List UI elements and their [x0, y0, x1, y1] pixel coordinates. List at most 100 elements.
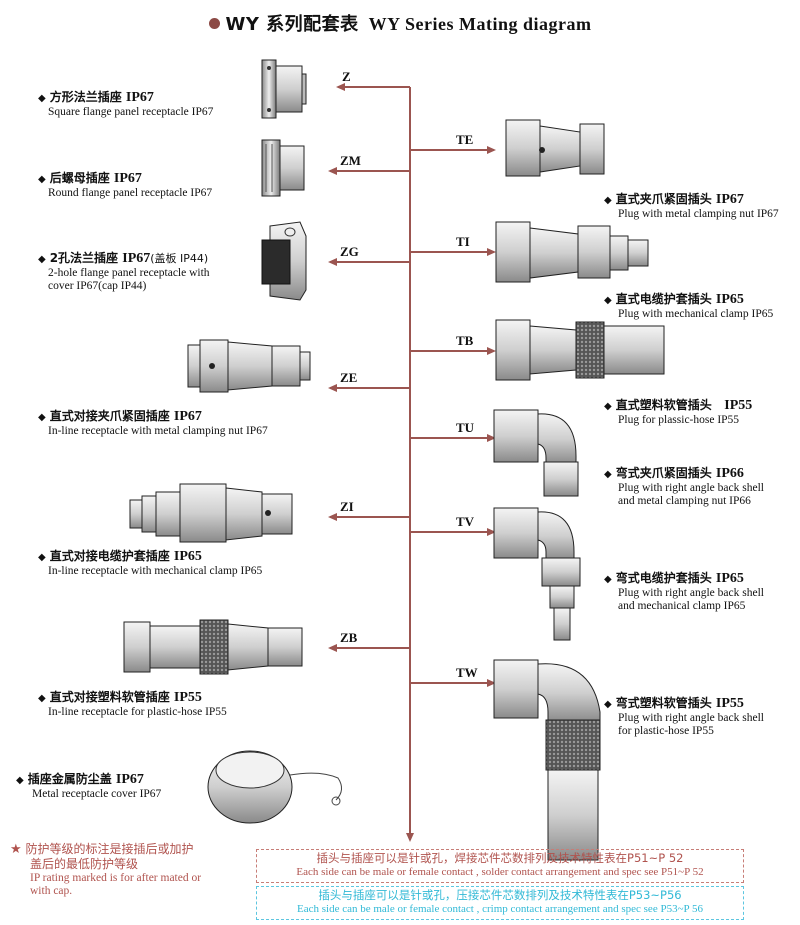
crimp-note-cn: 插头与插座可以是针或孔，压接芯件芯数排列及技术特性表在P53~P56	[318, 888, 682, 902]
image-tw-plug	[493, 659, 601, 861]
cap-ip-rating: (盖板 IP44)	[150, 252, 209, 265]
diamond-bullet-icon: ◆	[38, 552, 46, 563]
receptacle-cn-name: 后螺母插座	[49, 171, 110, 185]
ip-rating: IP67	[113, 171, 142, 186]
cover-en-name: Metal receptacle cover IP67	[32, 788, 162, 800]
ip-rating: IP67	[122, 251, 151, 266]
crimp-note-en: Each side can be male or female contact …	[297, 903, 703, 915]
plug-label-tw: ◆弯式塑料软管插头 IP55 Plug with right angle bac…	[604, 694, 764, 738]
solder-note-cn: 插头与插座可以是针或孔，焊接芯件芯数排列及技术特性表在P51~P 52	[316, 851, 684, 865]
image-receptacle-cover	[207, 750, 342, 824]
ip-rating: IP67	[125, 90, 154, 105]
solder-note-box: 插头与插座可以是针或孔，焊接芯件芯数排列及技术特性表在P51~P 52 Each…	[256, 849, 744, 883]
plug-cn-name: 直式塑料软管插头	[615, 398, 712, 412]
diamond-bullet-icon: ◆	[604, 699, 612, 710]
receptacle-en-name: In-line receptacle with mechanical clamp…	[48, 565, 263, 577]
crimp-note-box: 插头与插座可以是针或孔，压接芯件芯数排列及技术特性表在P53~P56 Each …	[256, 886, 744, 920]
code-label-zi: ZI	[340, 499, 354, 514]
receptacle-en-name: Round flange panel receptacle IP67	[48, 187, 213, 199]
receptacle-cn-name: 2孔法兰插座	[49, 251, 119, 265]
receptacle-en-name: In-line receptacle for plastic-hose IP55	[48, 706, 227, 718]
plug-label-tv: ◆弯式电缆护套插头 IP65 Plug with right angle bac…	[604, 569, 764, 613]
bullet-icon	[208, 18, 220, 29]
diamond-bullet-icon: ◆	[38, 174, 46, 185]
ip-rating: IP67	[115, 772, 144, 787]
image-te-plug	[505, 119, 605, 177]
image-in-line-clamping-nut-receptacle	[187, 339, 311, 393]
image-in-line-plastic-hose-receptacle	[123, 619, 303, 675]
plug-cn-name: 弯式电缆护套插头	[615, 571, 712, 585]
ip-note-cn-line2: 盖后的最低防护等级	[30, 857, 139, 871]
code-label-zg: ZG	[340, 244, 359, 259]
ip-note-en-line1: IP rating marked is for after mated or	[30, 872, 202, 884]
diamond-bullet-icon: ◆	[604, 574, 612, 585]
image-tu-plug	[493, 409, 579, 497]
image-2-hole-flange-receptacle	[261, 221, 307, 301]
star-icon: ★	[10, 842, 22, 857]
diamond-bullet-icon: ◆	[38, 254, 46, 265]
receptacle-label-zg: ◆2孔法兰插座 IP67(盖板 IP44) 2-hole flange pane…	[38, 249, 210, 293]
plug-cn-name: 直式电缆护套插头	[615, 292, 712, 306]
receptacle-en-name: In-line receptacle with metal clamping n…	[48, 425, 268, 437]
code-label-zb: ZB	[340, 630, 358, 645]
diamond-bullet-icon: ◆	[604, 469, 612, 480]
ip-note-cn-line1: 防护等级的标注是接插后或加护	[25, 842, 194, 856]
receptacle-cn-name: 直式对接电缆护套插座	[49, 549, 170, 563]
ip-rating: IP55	[724, 398, 753, 413]
diamond-bullet-icon: ◆	[38, 412, 46, 423]
receptacle-label-zi: ◆直式对接电缆护套插座 IP65 In-line receptacle with…	[38, 547, 262, 578]
image-tv-plug	[493, 507, 581, 641]
ip-note-en-line2: with cap.	[30, 885, 73, 897]
plug-en-name: Plug with right angle back shell	[618, 587, 764, 599]
cover-cn-name: 插座金属防尘盖	[27, 772, 112, 786]
plug-en-name: Plug for plassic-hose IP55	[618, 414, 740, 426]
code-label-zm: ZM	[340, 153, 361, 168]
ip-rating: IP67	[173, 409, 202, 424]
ip-rating: IP65	[715, 571, 744, 586]
code-label-tu: TU	[456, 420, 475, 435]
image-tb-plug	[495, 319, 665, 381]
receptacle-cn-name: 直式对接夹爪紧固插座	[49, 409, 170, 423]
plug-cn-name: 直式夹爪紧固插头	[615, 192, 712, 206]
diamond-bullet-icon: ◆	[604, 401, 612, 412]
code-label-z: Z	[342, 69, 351, 84]
plug-en-name: Plug with metal clamping nut IP67	[618, 208, 779, 220]
plug-label-tu: ◆弯式夹爪紧固插头 IP66 Plug with right angle bac…	[604, 464, 764, 508]
plug-label-ti: ◆直式电缆护套插头 IP65 Plug with mechanical clam…	[604, 290, 773, 321]
ip-rating: IP66	[715, 466, 744, 481]
receptacle-cn-name: 直式对接塑料软管插座	[49, 690, 170, 704]
plug-label-te: ◆直式夹爪紧固插头 IP67 Plug with metal clamping …	[604, 190, 779, 221]
title-cn: WY 系列配套表	[225, 14, 359, 35]
receptacle-label-zm: ◆后螺母插座 IP67 Round flange panel receptacl…	[38, 169, 212, 200]
plug-en-name-line2: and metal clamping nut IP66	[618, 495, 751, 507]
plug-en-name-line2: for plastic-hose IP55	[618, 725, 714, 737]
code-label-te: TE	[456, 132, 473, 147]
plug-en-name-line2: and mechanical clamp IP65	[618, 600, 746, 612]
plug-en-name: Plug with mechanical clamp IP65	[618, 308, 774, 320]
code-label-tb: TB	[456, 333, 474, 348]
ip-rating: IP55	[715, 696, 744, 711]
ip-rating-note: ★ 防护等级的标注是接插后或加护 盖后的最低防护等级 IP rating mar…	[10, 842, 201, 898]
solder-note-en: Each side can be male or female contact …	[296, 866, 704, 878]
ip-rating: IP65	[173, 549, 202, 564]
receptacle-en-name-line2: cover IP67(cap IP44)	[48, 280, 147, 292]
receptacle-en-name: 2-hole flange panel receptacle with	[48, 267, 210, 279]
receptacle-en-name: Square flange panel receptacle IP67	[48, 106, 214, 118]
image-round-flange-receptacle	[261, 139, 305, 197]
title-en: WY Series Mating diagram	[368, 14, 592, 34]
plug-en-name: Plug with right angle back shell	[618, 482, 764, 494]
receptacle-cn-name: 方形法兰插座	[49, 90, 122, 104]
diamond-bullet-icon: ◆	[604, 195, 612, 206]
ip-rating: IP67	[715, 192, 744, 207]
image-in-line-mechanical-clamp-receptacle	[129, 483, 293, 543]
receptacle-label-ze: ◆直式对接夹爪紧固插座 IP67 In-line receptacle with…	[38, 407, 268, 438]
diamond-bullet-icon: ◆	[604, 295, 612, 306]
code-label-tw: TW	[456, 665, 478, 680]
code-label-tv: TV	[456, 514, 475, 529]
ip-rating: IP65	[715, 292, 744, 307]
image-square-flange-receptacle	[261, 59, 307, 119]
plug-cn-name: 弯式夹爪紧固插头	[615, 466, 712, 480]
plug-en-name: Plug with right angle back shell	[618, 712, 764, 724]
plug-label-tb: ◆直式塑料软管插头 IP55 Plug for plassic-hose IP5…	[604, 396, 752, 427]
